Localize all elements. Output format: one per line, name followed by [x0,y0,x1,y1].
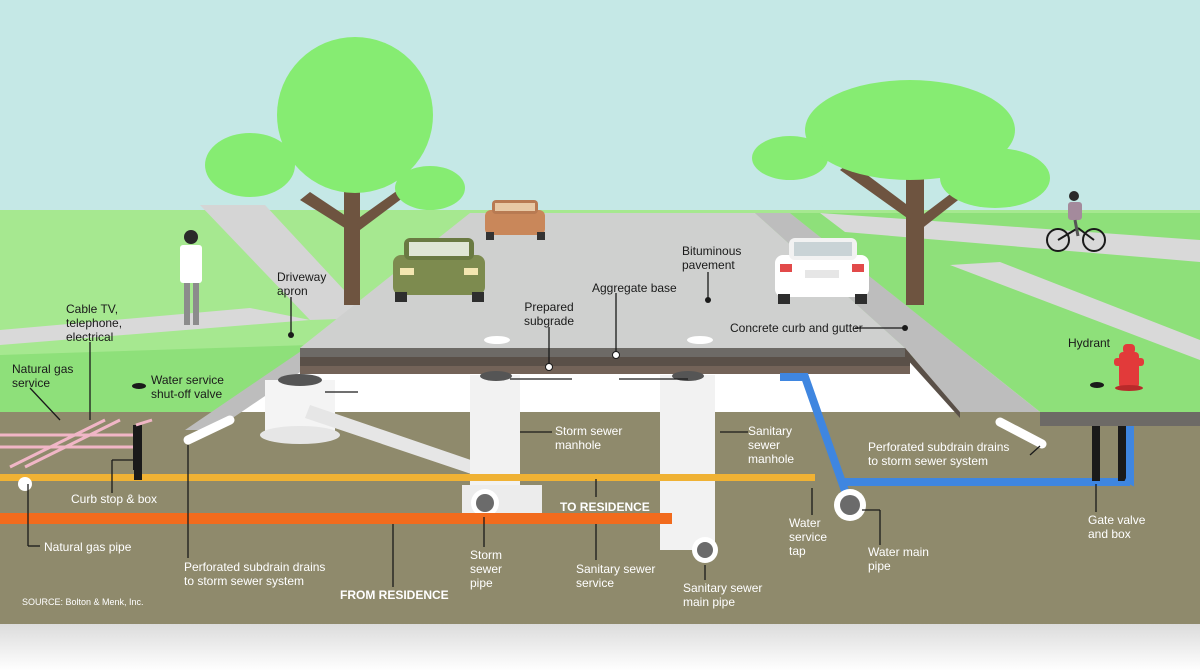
car-brown [485,200,545,240]
label-natural-gas-service: Natural gas service [12,362,74,390]
hydrant-valve-box [1090,382,1104,388]
leader-dots [288,297,908,371]
left-tree-canopy-3 [395,166,465,210]
ground-shadow [0,620,1200,671]
label-aggregate-base: Aggregate base [592,281,677,295]
pedestrian [180,230,202,325]
left-tree-branch [300,192,352,230]
label-storm-sewer-pipe: Storm sewer pipe [470,548,503,590]
leader-lines [27,272,1097,587]
natural-gas-service-riser [133,425,142,470]
storm-catch-basin [260,374,340,444]
aggregate-base-layer [300,357,910,366]
natural-gas-pipe [0,474,815,481]
cyclist [1046,191,1106,252]
gate-valve-box-left [1092,426,1100,481]
bituminous-layer [300,348,910,357]
perforated-subdrain-right [995,417,1047,449]
curb-stop-riser [134,458,142,480]
label-bituminous-pavement: Bituminous pavement [682,244,742,272]
label-storm-sewer-manhole: Storm sewer manhole [555,424,623,452]
label-cable-tv-telephone-electrical: Cable TV, telephone, electrical [66,302,123,344]
water-service-line [780,373,854,507]
left-lawn [0,345,310,412]
shutoff-valve-box [132,383,146,389]
left-tree-trunk [344,175,360,305]
label-curb-stop-and-box: Curb stop & box [71,492,158,506]
perforated-subdrain-left [183,415,235,445]
label-gate-valve-and-box: Gate valve and box [1088,513,1146,541]
label-natural-gas-pipe: Natural gas pipe [44,540,132,554]
subgrade-layer [300,366,910,374]
label-prepared-subgrade: Prepared subgrade [523,300,575,328]
label-manhole-casting: Manhole casting [571,379,619,407]
natural-gas-pipe-end [18,477,32,491]
cable-lines [0,418,140,469]
gate-valve-pipe [1124,426,1134,487]
right-tree-canopy-3 [940,148,1050,208]
car-green [393,238,485,302]
label-water-service-shutoff-valve: Water service shut-off valve [151,373,224,401]
right-curb-slab [1040,412,1200,426]
right-tree-trunk [906,160,924,305]
sanitary-service-pipe [0,513,672,524]
label-hydrant: Hydrant [1068,336,1111,350]
manhole-lid-left [484,336,510,344]
label-sanitary-sewer-manhole: Sanitary sewer manhole [748,424,795,466]
gate-valve-box-right [1118,426,1126,481]
label-from-residence: FROM RESIDENCE [340,588,449,602]
storm-sewer-pipe-hole [476,494,494,512]
label-sanitary-sewer-service: Sanitary sewer service [576,562,656,590]
label-perforated-subdrain-right: Perforated subdrain drains to storm sewe… [868,440,1010,468]
sanitary-main-pipe-hole [697,542,713,558]
right-curb-face [905,348,960,418]
manhole-lid-right [687,336,713,344]
car-white [775,238,869,304]
hydrant [1114,344,1144,391]
label-perforated-subdrain-left: Perforated subdrain drains to storm sewe… [184,560,326,588]
right-side-path [950,262,1200,360]
left-tree-canopy [277,37,433,193]
label-driveway-apron: Driveway apron [277,270,327,298]
water-main-run [845,478,1130,486]
left-back-sidewalk [200,205,370,320]
catch-basin-lead-pipe [305,405,500,482]
right-lawn [790,213,1200,412]
left-sidewalk [0,308,310,345]
right-tree-branch [840,162,914,220]
natural-gas-service-line [135,418,153,427]
label-concrete-curb-and-gutter: Concrete curb and gutter [730,321,863,335]
storm-manhole [462,371,542,513]
label-storm-sewer-catch-basin: Storm sewer catch basin [362,384,430,412]
left-tree-canopy-2 [205,133,295,197]
water-main-pipe-hole [840,495,860,515]
label-water-service-tap: Water service tap [789,516,828,558]
source-credit: SOURCE: Bolton & Menk, Inc. [22,597,144,607]
right-tree-canopy-2 [752,136,828,180]
label-water-main-pipe: Water main pipe [868,545,929,573]
label-sanitary-sewer-main-pipe: Sanitary sewer main pipe [683,581,763,609]
label-to-residence: TO RESIDENCE [560,500,650,514]
